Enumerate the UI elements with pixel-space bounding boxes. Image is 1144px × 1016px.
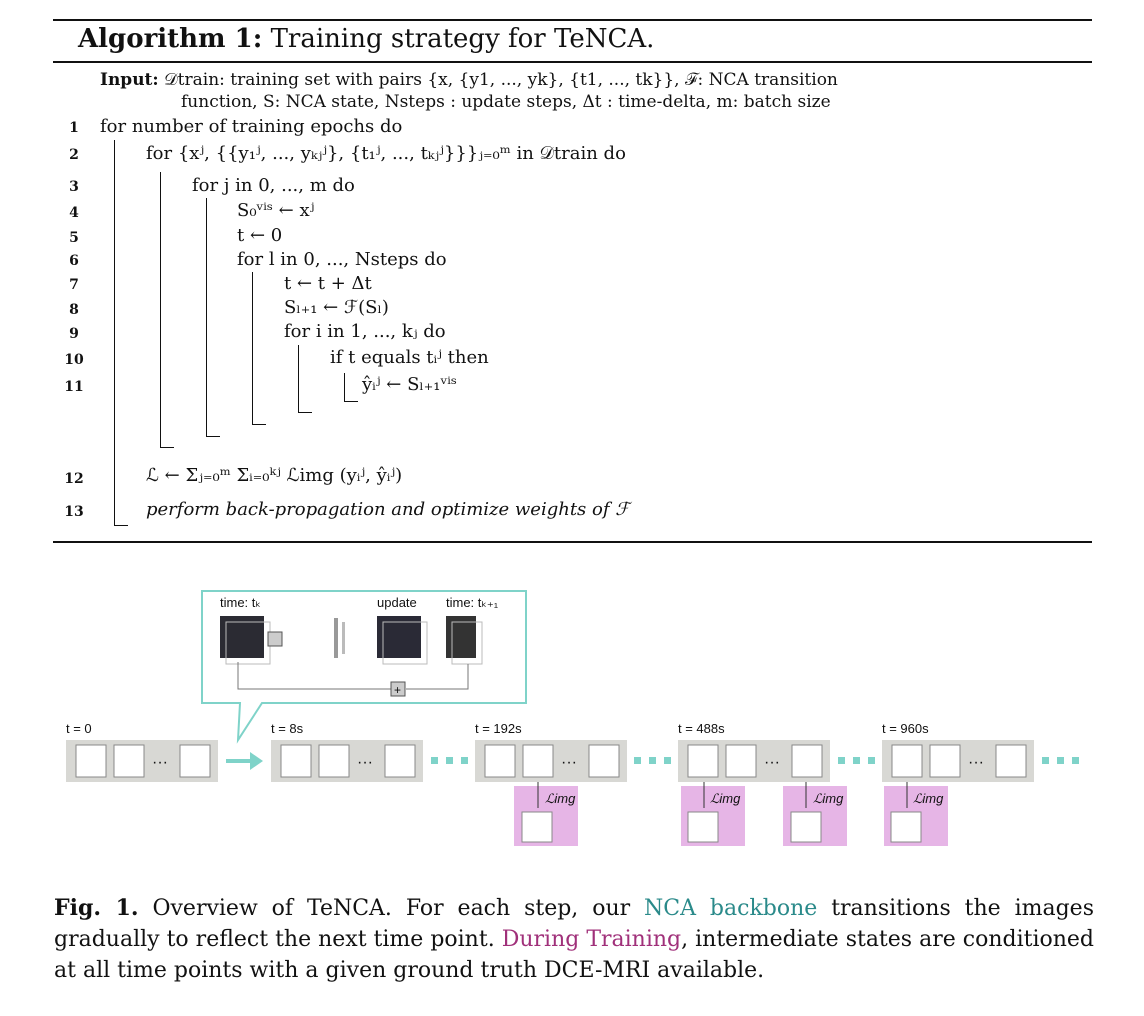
caption-text: transitions the images gradually to refl…: [54, 896, 1094, 952]
svg-text:···: ···: [764, 754, 780, 771]
algo-bottom-rule: [53, 541, 1092, 543]
block-bar: [298, 345, 299, 412]
line-number: 10: [64, 352, 84, 368]
svg-text:···: ···: [152, 754, 168, 771]
line-number: 9: [69, 326, 79, 342]
input-label: Input:: [100, 70, 159, 90]
loss-box-3: ℒimg: [783, 782, 847, 846]
inset-image-out: [446, 616, 476, 658]
algorithm-title: Algorithm 1: Training strategy for TeNCA…: [78, 24, 654, 54]
figure-caption: Fig. 1. Overview of TeNCA. For each step…: [54, 893, 1094, 986]
caption-text: , intermediate states are conditioned at…: [54, 927, 1094, 983]
block-bar: [206, 198, 207, 436]
line-number: 13: [64, 504, 84, 520]
figure-label: Fig. 1.: [54, 895, 139, 921]
timestep-0: t = 0 ···: [66, 721, 218, 782]
loss-label: ℒimg: [913, 791, 944, 806]
algorithm-label: Algorithm 1:: [78, 24, 263, 54]
code-line: t ← 0: [237, 225, 283, 246]
line-number: 6: [69, 253, 79, 269]
timeline-dots: [431, 757, 1079, 764]
code-line: if t equals tᵢʲ then: [330, 347, 489, 368]
line-number: 1: [69, 120, 79, 136]
caption-text: Overview of TeNCA. For each step, our: [138, 896, 645, 921]
nca-backbone-link[interactable]: NCA backbone: [644, 896, 818, 921]
code-line: for l in 0, ..., Nsteps do: [237, 249, 447, 270]
algorithm-title-text: Training strategy for TeNCA.: [270, 24, 655, 54]
line-number: 8: [69, 302, 79, 318]
timestep-label: t = 0: [66, 721, 92, 736]
svg-text:···: ···: [968, 754, 984, 771]
timestep-8s: t = 8s ···: [271, 721, 423, 782]
timestep-label: t = 488s: [678, 721, 725, 736]
code-line: for number of training epochs do: [100, 116, 403, 137]
code-line: ℒ ← Σⱼ₌₀ᵐ Σᵢ₌₀ᵏʲ ℒimg (yᵢʲ, ŷᵢʲ): [146, 465, 403, 486]
code-line: Sₗ₊₁ ← ℱ(Sₗ): [284, 297, 389, 318]
during-training-link[interactable]: During Training: [501, 927, 682, 952]
line-number: 11: [64, 379, 84, 395]
inset-image-in: [220, 616, 264, 658]
timestep-960s: t = 960s ···: [882, 721, 1034, 782]
plus-sign: +: [394, 683, 401, 697]
inset-image-update: [377, 616, 421, 658]
block-bar: [344, 373, 345, 401]
loss-label: ℒimg: [545, 791, 576, 806]
code-line: for {xʲ, {{y₁ʲ, ..., yₖⱼʲ}, {t₁ʲ, ..., t…: [146, 143, 626, 164]
block-end: [114, 525, 128, 526]
block-bar: [252, 272, 253, 424]
inset-network: [267, 631, 283, 647]
inset-callout: [201, 590, 527, 744]
inset-update: update: [377, 595, 417, 610]
line-number: 4: [69, 205, 79, 221]
loss-label: ℒimg: [710, 791, 741, 806]
code-line: for i in 1, ..., kⱼ do: [284, 321, 446, 342]
loss-box-1: ℒimg: [514, 782, 578, 846]
block-end: [344, 401, 358, 402]
line-number: 3: [69, 179, 79, 195]
timestep-label: t = 8s: [271, 721, 304, 736]
inset-time-k1: time: tₖ₊₁: [446, 595, 499, 610]
line-number: 2: [69, 147, 79, 163]
svg-text:···: ···: [561, 754, 577, 771]
code-line: S₀ᵛⁱˢ ← xʲ: [237, 200, 315, 221]
algorithm-input: Input: 𝒟train: training set with pairs {…: [100, 68, 838, 92]
algo-top-rule: [53, 19, 1092, 21]
line-number: 7: [69, 277, 79, 293]
timestep-192s: t = 192s ···: [475, 721, 627, 782]
timestep-488s: t = 488s ···: [678, 721, 830, 782]
arrow-right-icon: [250, 752, 263, 770]
input-line-1: 𝒟train: training set with pairs {x, {y1,…: [164, 70, 838, 90]
loss-label: ℒimg: [813, 791, 844, 806]
code-line: t ← t + Δt: [284, 273, 372, 294]
block-end: [298, 412, 312, 413]
loss-box-2: ℒimg: [681, 782, 745, 846]
block-end: [160, 447, 174, 448]
line-number: 5: [69, 230, 79, 246]
input-line-2: function, S: NCA state, Nsteps : update …: [181, 92, 831, 112]
inset-time-k: time: tₖ: [220, 595, 261, 610]
timestep-label: t = 960s: [882, 721, 929, 736]
block-end: [252, 424, 266, 425]
block-end: [206, 436, 220, 437]
block-bar: [160, 172, 161, 447]
code-line: perform back-propagation and optimize we…: [146, 499, 630, 520]
loss-box-4: ℒimg: [884, 782, 948, 846]
line-number: 12: [64, 471, 84, 487]
block-bar: [114, 140, 115, 525]
timestep-label: t = 192s: [475, 721, 522, 736]
svg-text:···: ···: [357, 754, 373, 771]
code-line: ŷᵢʲ ← Sₗ₊₁ᵛⁱˢ: [362, 374, 457, 395]
algo-title-rule: [53, 61, 1092, 63]
code-line: for j in 0, ..., m do: [192, 175, 355, 196]
plus-node: [390, 681, 406, 697]
overview-figure: time: tₖ update time: tₖ₊₁ + t = 0 ··· t…: [66, 590, 1079, 846]
